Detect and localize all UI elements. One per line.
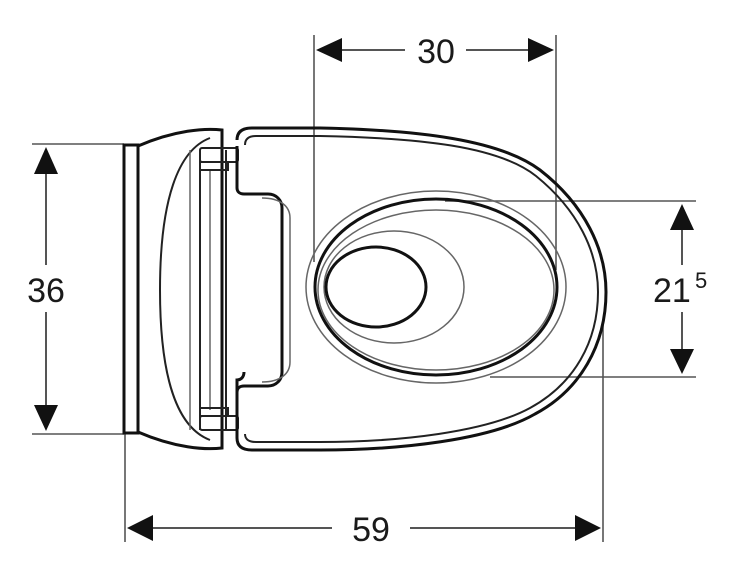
hinge-top-bolt (199, 161, 229, 171)
arrow-right-icon (575, 515, 601, 541)
arrow-left-icon (127, 515, 153, 541)
toilet-outline (122, 126, 608, 452)
bowl-rim (313, 197, 559, 377)
rear-body (137, 127, 224, 451)
dimension-top-30: 30 (313, 33, 557, 270)
water-area (323, 230, 465, 344)
dimension-label-36: 36 (27, 272, 65, 310)
hinge-bottom-bolt (199, 407, 229, 417)
drain-opening (324, 245, 428, 329)
dimension-label-21: 21 (653, 272, 691, 310)
arrow-up-icon (670, 204, 694, 230)
dimension-label-30: 30 (417, 33, 455, 71)
rear-body-inner-curve (159, 137, 211, 291)
arrow-right-icon (528, 38, 554, 62)
seat-recess-outline (261, 197, 291, 383)
dimension-right-21-5: 21 5 (445, 200, 707, 378)
arrow-left-icon (316, 38, 342, 62)
wall-plate (122, 143, 140, 435)
dimension-label-superscript: 5 (695, 268, 707, 293)
rear-body-inner-curve (159, 289, 211, 441)
arrow-up-icon (34, 147, 58, 174)
hinge-bottom (199, 415, 239, 431)
arrow-down-icon (34, 405, 58, 431)
seat-inner (244, 135, 600, 443)
bowl-inner (317, 209, 555, 371)
dimension-left-36: 36 (27, 143, 124, 435)
dimension-bottom-59: 59 (124, 325, 604, 549)
hinge-top (199, 147, 239, 163)
seat-outer (235, 126, 608, 452)
bowl-rim-outer (305, 190, 567, 384)
seat-recess (235, 146, 284, 432)
arrow-down-icon (670, 349, 694, 374)
dimension-label-59: 59 (352, 511, 390, 549)
